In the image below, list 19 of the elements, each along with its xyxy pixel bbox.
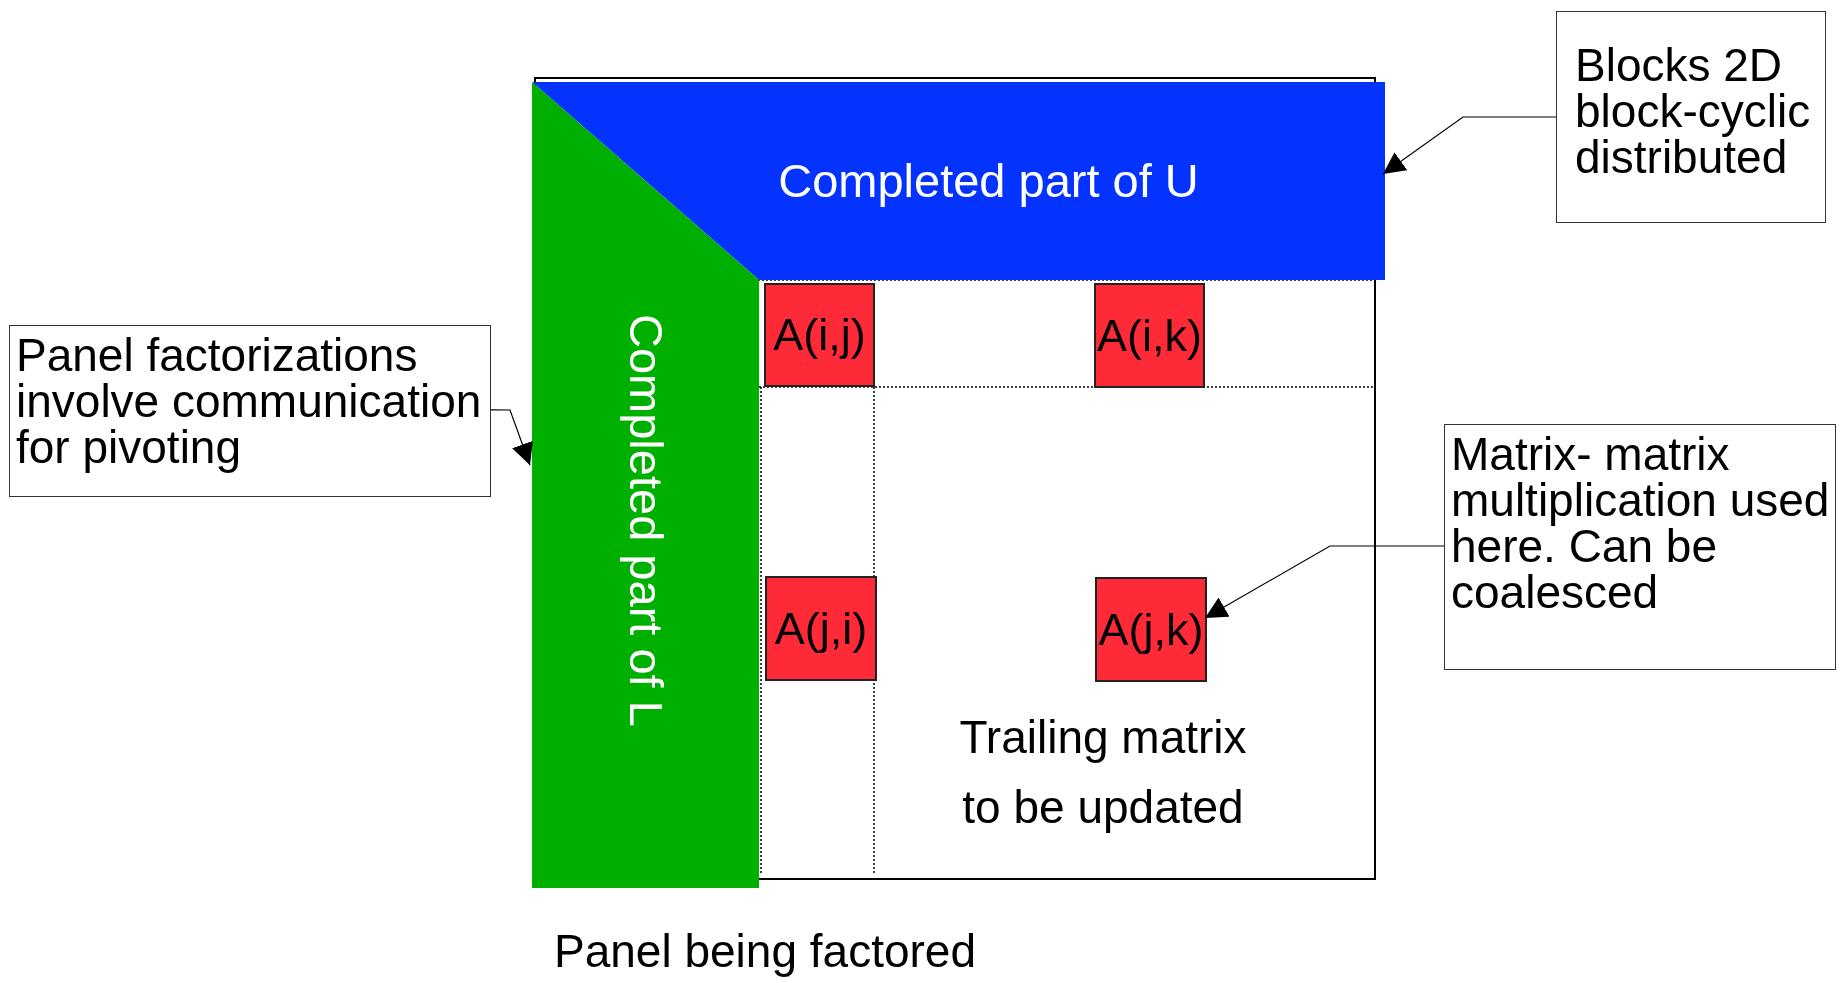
matrix-block bbox=[1095, 577, 1207, 682]
callout-box bbox=[9, 325, 491, 497]
block-label: A(i,j) bbox=[773, 308, 866, 363]
callout-box bbox=[1444, 424, 1836, 670]
callout-box bbox=[1556, 11, 1826, 223]
band-label: Completed part of L bbox=[618, 313, 674, 727]
matrix-block bbox=[765, 576, 877, 681]
leader-arrow bbox=[490, 409, 533, 466]
matrix-block bbox=[764, 283, 875, 387]
block-label: A(j,k) bbox=[1098, 602, 1204, 657]
leader-arrow bbox=[1382, 116, 1557, 175]
matrix-block bbox=[1094, 283, 1205, 388]
block-label: A(i,k) bbox=[1097, 308, 1202, 363]
callout-text: Matrix- matrix multiplication used here. Can be coalesced bbox=[1451, 431, 1831, 615]
leader-arrow bbox=[1204, 545, 1445, 619]
block-label: A(j,i) bbox=[774, 601, 868, 656]
band-label: Completed part of U bbox=[778, 152, 1199, 209]
callout-text: Blocks 2D block-cyclic distributed bbox=[1575, 42, 1812, 180]
caption-text: Trailing matrix to be updated bbox=[958, 710, 1248, 835]
